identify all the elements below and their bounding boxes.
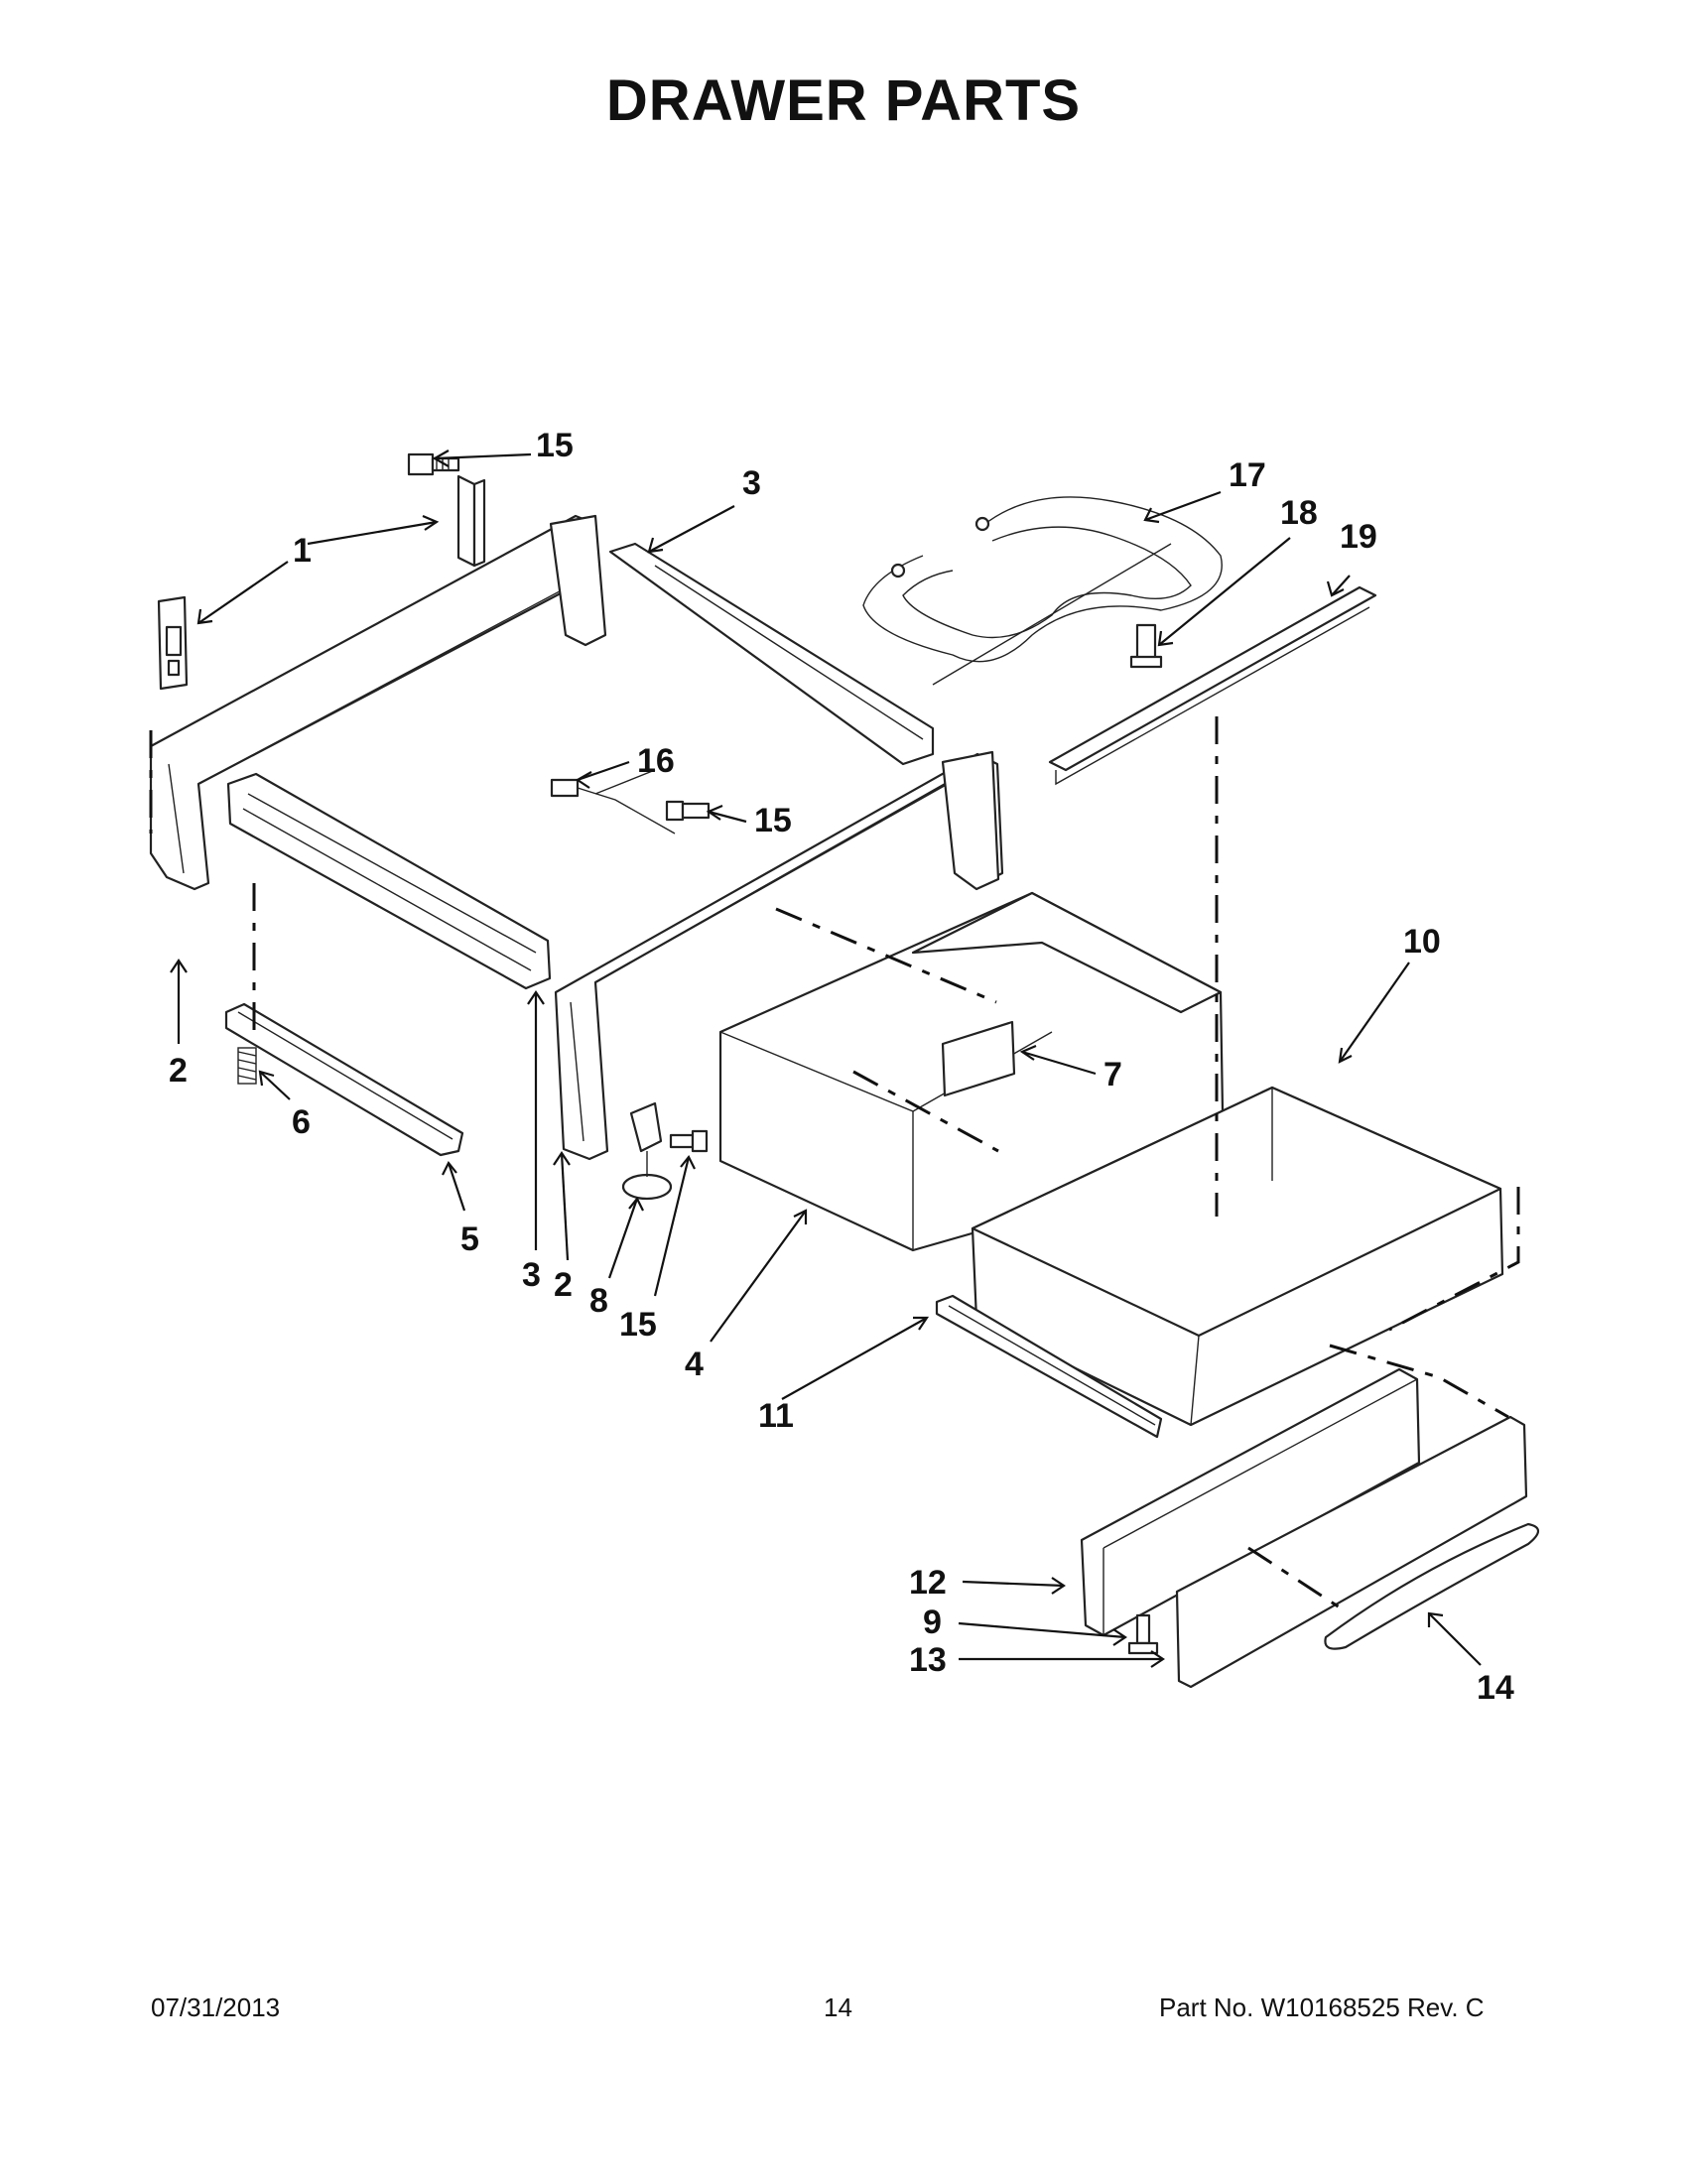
callout-11: 11 — [758, 1397, 794, 1435]
footer-date: 07/31/2013 — [151, 1992, 281, 2022]
side-frame-2-left-drawing — [149, 514, 607, 891]
callout-3-top: 3 — [742, 464, 761, 502]
callout-17: 17 — [1229, 456, 1266, 494]
screw-9-drawing — [1127, 1613, 1159, 1655]
callout-9: 9 — [923, 1604, 942, 1641]
callout-15-bottom: 15 — [619, 1306, 657, 1344]
spring-6-drawing — [237, 1047, 257, 1085]
callout-19: 19 — [1340, 518, 1377, 556]
side-frame-2-right-drawing — [554, 750, 1004, 1161]
heat-shield-7-drawing — [941, 1020, 1016, 1097]
callout-2-left: 2 — [169, 1052, 188, 1090]
bracket-1-left-drawing — [157, 595, 189, 691]
callout-13: 13 — [909, 1641, 947, 1679]
callout-12: 12 — [909, 1564, 947, 1602]
footer-page-number: 14 — [824, 1992, 852, 2022]
front-inner-panel-12-drawing — [1080, 1367, 1421, 1637]
callout-2-bottom: 2 — [554, 1266, 573, 1304]
sensor-16-drawing — [550, 769, 676, 835]
drawer-pan-10-drawing — [971, 1086, 1504, 1427]
callout-10: 10 — [1403, 923, 1441, 961]
handle-14-drawing — [1324, 1522, 1540, 1650]
front-panel-13-drawing — [1175, 1415, 1528, 1689]
callout-3-bottom: 3 — [522, 1256, 541, 1294]
cross-rail-3-back-drawing — [608, 542, 935, 766]
leader-arrows — [170, 450, 1482, 1668]
footer-part-number: Part No. W10168525 Rev. C — [1159, 1992, 1485, 2022]
callout-15-mid: 15 — [754, 802, 792, 839]
callout-6: 6 — [292, 1103, 311, 1141]
callout-18: 18 — [1280, 494, 1318, 532]
heating-element-17-drawing — [862, 496, 1223, 686]
element-bracket-19-drawing — [1048, 585, 1377, 786]
callout-16: 16 — [637, 742, 675, 780]
leveling-leg-8-drawing — [621, 1101, 673, 1201]
slide-rail-5-drawing — [224, 1002, 464, 1157]
callout-15-top: 15 — [536, 427, 574, 464]
assembly-lines — [149, 716, 1520, 1609]
drawer-slide-11-drawing — [935, 1294, 1163, 1439]
callout-8: 8 — [589, 1282, 608, 1320]
callout-5: 5 — [460, 1220, 479, 1258]
callout-labels: 15 1 3 17 18 19 16 15 10 7 2 6 5 3 2 8 1… — [169, 427, 1514, 1707]
page-title: DRAWER PARTS — [605, 68, 1082, 133]
callout-14: 14 — [1477, 1669, 1514, 1707]
bracket-1-drawing — [456, 474, 486, 568]
element-screw-18-drawing — [1129, 623, 1163, 669]
callout-4: 4 — [685, 1346, 704, 1383]
screw-15-mid-drawing — [665, 800, 711, 822]
callout-1: 1 — [293, 532, 312, 570]
callout-7: 7 — [1103, 1056, 1122, 1093]
cross-rail-3-front-drawing — [226, 772, 552, 990]
screw-15-lower-drawing — [669, 1129, 709, 1153]
